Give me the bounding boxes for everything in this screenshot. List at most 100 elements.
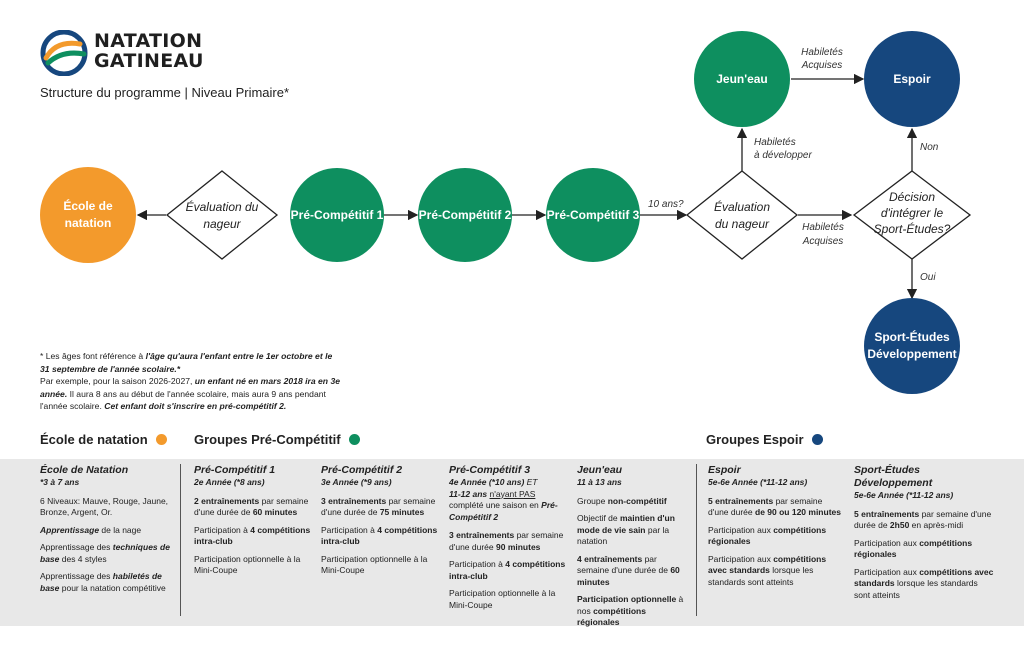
column-title: Sport-Études Développement <box>854 464 933 489</box>
column-item: 5 entraînements par semaine d'une durée … <box>708 495 841 518</box>
edge-label-dev-2: à développer <box>754 150 812 161</box>
column-item: Participation optionnelle à la Mini-Coup… <box>194 553 301 576</box>
logo-icon <box>40 30 88 76</box>
eval1-label-1: Évaluation du <box>186 199 259 214</box>
note-text-6: Cet enfant doit s'inscrire en pré-compét… <box>104 401 287 411</box>
pc3-label: Pré-Compétitif 3 <box>547 208 640 222</box>
edge-label-oui: Oui <box>920 272 936 283</box>
column-item: 3 entraînements par semaine d'une durée … <box>449 530 564 552</box>
node-sport-etudes <box>864 298 960 394</box>
column-subtitle: 2e Année (*8 ans) <box>194 477 265 487</box>
column-item: Objectif de maintien d'un mode de vie sa… <box>577 513 675 546</box>
decision-label-2: d'intégrer le <box>881 206 944 220</box>
column-item: Participation à 4 compétitions intra-clu… <box>449 559 566 581</box>
column-title: Jeun'eau <box>577 464 623 476</box>
note-text-1: * Les âges font référence à <box>40 351 146 361</box>
note-text-4: un enfant né en mars 2018 ira en 3e anné… <box>40 376 340 399</box>
decision-label-1: Décision <box>889 190 935 204</box>
section-ecole-label: École de natation <box>40 432 148 447</box>
section-ecole: École de natation <box>40 432 167 447</box>
column-title: Espoir <box>708 464 741 476</box>
column-item: Participation à 4 compétitions intra-clu… <box>194 524 311 547</box>
column-jeuneau: Jeun'eau 11 à 13 ans Groupe non-compétit… <box>577 464 689 635</box>
column-item: 2 entraînements par semaine d'une durée … <box>194 495 309 518</box>
ecole-label-2: natation <box>65 216 112 230</box>
brand-line-1: NATATION <box>94 30 203 52</box>
note-text-2: l'âge qu'aura l'enfant entre le 1er octo… <box>40 351 333 374</box>
column-sport-etudes: Sport-Études Développement 5e-6e Année (… <box>854 464 994 607</box>
node-pre-competitif-1 <box>290 168 384 262</box>
column-subtitle: 5e-6e Année (*11-12 ans) <box>854 490 954 500</box>
green-dot-icon <box>348 434 360 445</box>
node-decision <box>852 170 972 260</box>
column-title: Pré-Compétitif 3 <box>449 464 531 476</box>
node-espoir <box>864 31 960 127</box>
column-title: Pré-Compétitif 2 <box>321 464 403 476</box>
node-evaluation-1 <box>165 170 279 260</box>
column-subtitle: 5e-6e Année (*11-12 ans) <box>708 477 808 487</box>
column-item: Apprentissage de la nage <box>40 524 142 535</box>
column-item: 5 entraînements par semaine d'une durée … <box>854 508 992 531</box>
edge-label-acq-top-2: Acquises <box>801 60 843 71</box>
section-espoir: Groupes Espoir <box>706 432 823 447</box>
pc2-label: Pré-Compétitif 2 <box>419 208 512 222</box>
node-evaluation-2 <box>685 170 799 260</box>
pc1-label: Pré-Compétitif 1 <box>291 208 384 222</box>
brand-line-2: GATINEAU <box>94 50 204 72</box>
column-item: Participation aux compétitions régionale… <box>708 524 827 547</box>
note-text-5: Il aura 8 ans au début de l'année scolai… <box>40 388 326 412</box>
brand-name: NATATION GATINEAU <box>94 31 204 71</box>
edge-label-acq-mid-1: Habiletés <box>802 222 844 233</box>
column-item: 4 entraînements par semaine d'une durée … <box>577 553 680 587</box>
section-pre-label: Groupes Pré-Compétitif <box>194 432 341 447</box>
edge-label-acq-mid-2: Acquises <box>802 236 844 247</box>
column-item: Groupe non-compétitif <box>577 495 667 506</box>
column-item: Participation aux compétitions avec stan… <box>708 553 827 587</box>
espoir-label: Espoir <box>893 72 931 86</box>
column-item: Participation optionnelle à la Mini-Coup… <box>321 553 428 576</box>
column-item: Participation à 4 compétitions intra-clu… <box>321 524 438 547</box>
column-subtitle: 3e Année (*9 ans) <box>321 477 392 487</box>
divider <box>696 464 697 616</box>
page-subtitle: Structure du programme | Niveau Primaire… <box>40 85 290 100</box>
age-footnote: * Les âges font référence à l'âge qu'aur… <box>40 350 340 413</box>
node-jeuneau <box>694 31 790 127</box>
note-text-3: Par exemple, pour la saison 2026-2027, <box>40 376 195 386</box>
section-pre-competitif: Groupes Pré-Compétitif <box>194 432 360 447</box>
column-subtitle: 11 à 13 ans <box>577 477 622 487</box>
program-details-band <box>0 459 1024 626</box>
column-ecole: École de Natation *3 à 7 ans 6 Niveaux: … <box>40 464 170 600</box>
navy-dot-icon <box>811 434 823 445</box>
section-espoir-label: Groupes Espoir <box>706 432 804 447</box>
sport-label-2: Développement <box>867 347 956 361</box>
column-item: Participation optionnelle à la Mini-Coup… <box>449 588 556 610</box>
column-item: Apprentissage des techniques de base des… <box>40 542 170 564</box>
sport-label-1: Sport-Études <box>874 329 950 344</box>
column-pc2: Pré-Compétitif 2 3e Année (*9 ans) 3 ent… <box>321 464 439 583</box>
column-title: Pré-Compétitif 1 <box>194 464 276 476</box>
node-ecole-natation <box>40 167 136 263</box>
column-subtitle: *3 à 7 ans <box>40 477 80 487</box>
jeuneau-label: Jeun'eau <box>716 72 768 86</box>
column-item: Apprentissage des habiletés de base pour… <box>40 571 166 593</box>
decision-label-3: Sport-Études? <box>874 221 951 236</box>
program-flow-diagram: École de natation Évaluation du nageur P… <box>40 31 972 394</box>
edge-label-acq-top-1: Habiletés <box>801 47 843 58</box>
ecole-label-1: École de <box>63 198 113 213</box>
column-subtitle: 4e Année (*10 ans) ET 11-12 ans n'ayant … <box>449 477 558 522</box>
edge-label-age: 10 ans? <box>648 199 684 210</box>
column-item: Participation aux compétitions avec stan… <box>854 566 994 600</box>
node-pre-competitif-3 <box>546 168 640 262</box>
column-item: Participation aux compétitions régionale… <box>854 537 973 560</box>
column-pc3: Pré-Compétitif 3 4e Année (*10 ans) ET 1… <box>449 464 569 617</box>
column-item: Participation optionnelle à nos compétit… <box>577 594 684 627</box>
column-pc1: Pré-Compétitif 1 2e Année (*8 ans) 2 ent… <box>194 464 312 583</box>
orange-dot-icon <box>155 434 167 445</box>
eval2-label-1: Évaluation <box>714 199 770 214</box>
eval1-label-2: nageur <box>203 217 241 231</box>
column-item: 3 entraînements par semaine d'une durée … <box>321 495 436 518</box>
edge-label-non: Non <box>920 142 939 153</box>
edge-label-dev-1: Habiletés <box>754 137 796 148</box>
node-pre-competitif-2 <box>418 168 512 262</box>
column-title: École de Natation <box>40 464 129 476</box>
